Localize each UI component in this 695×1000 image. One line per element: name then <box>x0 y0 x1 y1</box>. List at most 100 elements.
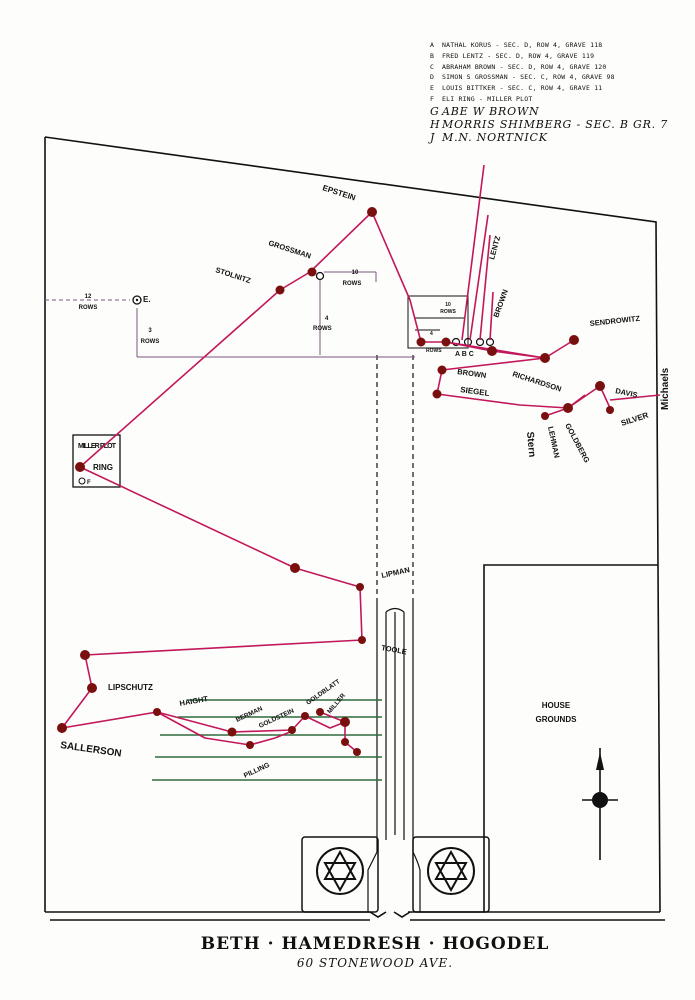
legend-key: E <box>430 84 435 93</box>
small-four-label: 4 <box>430 331 433 337</box>
grave-marker-lipschutz <box>87 683 97 693</box>
legend-text: FRED LENTZ - SEC. D, ROW 4, GRAVE 119 <box>442 51 595 60</box>
label-pilling: PILLING <box>243 762 271 780</box>
label-stolnitz: STOLNITZ <box>214 265 252 285</box>
four-rows-label: 4 <box>325 316 329 322</box>
grave-marker-goldberg <box>563 403 573 413</box>
point-d-marker <box>315 271 325 281</box>
grave-marker-lipschutz-top <box>80 650 90 660</box>
cemetery-boundary <box>44 136 665 921</box>
central-driveway <box>367 355 421 912</box>
legend-key: F <box>430 94 435 103</box>
grave-marker-grossman <box>307 267 317 277</box>
legend-key: G <box>430 104 440 118</box>
legend-text: MORRIS SHIMBERG - SEC. B GR. 7 <box>442 117 669 131</box>
legend-row: D SIMON S GROSSMAN - SEC. C, ROW 4, GRAVE… <box>430 72 690 83</box>
north-arrow-icon <box>582 748 618 860</box>
grave-marker-lipman2 <box>356 583 364 591</box>
ten-rows-label: 10 <box>352 270 359 276</box>
grave-marker-epstein <box>367 207 377 217</box>
twelve-rows-unit: ROWS <box>79 305 98 311</box>
grave-marker-siegel <box>432 389 442 399</box>
grave-marker-sallerson <box>57 723 67 733</box>
grave-marker-davis <box>595 381 605 391</box>
miller-plot-label: MILLER PLOT <box>78 443 117 450</box>
legend-text: M.N. NORTNICK <box>442 130 548 144</box>
point-f-marker <box>78 477 86 485</box>
label-haight: HAIGHT <box>179 694 209 708</box>
grave-marker-lehman <box>541 412 549 420</box>
legend-key: D <box>430 73 435 82</box>
grave-marker-goldstein <box>288 726 296 734</box>
section-d-box <box>407 295 469 349</box>
grave-marker-toole <box>358 636 366 644</box>
label-silver: SILVER <box>620 411 650 428</box>
grave-marker-korus <box>416 337 426 347</box>
point-e-label: E. <box>143 295 151 304</box>
grave-marker-lipman <box>290 563 300 573</box>
twelve-rows-label: 12 <box>85 294 92 300</box>
label-sallerson: SALLERSON <box>60 740 123 759</box>
label-lipman: LIPMAN <box>381 565 411 580</box>
walking-route <box>61 164 661 753</box>
grave-marker-sendrowitz <box>569 335 579 345</box>
legend-text: ELI RING - MILLER PLOT <box>442 94 533 103</box>
grave-marker-miller3 <box>353 748 361 756</box>
grave-marker-brown2 <box>437 365 447 375</box>
house-grounds-label-1: HOUSE <box>542 701 571 710</box>
grave-marker-lentz <box>441 337 451 347</box>
grave-labels: EPSTEIN GROSSMAN STOLNITZ LENTZ BROWN SE… <box>60 183 671 779</box>
label-brown: BROWN <box>457 367 487 380</box>
three-rows-label: 3 <box>148 328 152 334</box>
legend-text: ABRAHAM BROWN - SEC. D, ROW 4, GRAVE 120 <box>442 62 607 71</box>
four-rows-unit: ROWS <box>313 326 332 332</box>
label-richardson: RICHARDSON <box>511 369 562 393</box>
legend-key: A <box>430 41 435 49</box>
label-stern: Stern <box>524 431 537 457</box>
grave-marker-brown <box>487 346 497 356</box>
legend-row: F ELI RING - MILLER PLOT <box>430 94 690 105</box>
label-toole: TOOLE <box>381 643 408 656</box>
legend-text: LOUIS BITTKER - SEC. C, ROW 4, GRAVE 11 <box>442 84 603 93</box>
miller-plot-box <box>72 434 121 488</box>
grave-marker-ring <box>75 462 85 472</box>
legend-text: ABE W BROWN <box>442 104 540 118</box>
grave-marker-berman <box>227 727 237 737</box>
measurement-guides <box>45 271 415 358</box>
label-brown-top: BROWN <box>491 288 509 318</box>
grave-marker-richardson <box>540 353 550 363</box>
grave-marker-miller <box>340 717 350 727</box>
legend-key: B <box>430 51 435 60</box>
label-grossman: GROSSMAN <box>267 238 312 260</box>
label-berman: BERMAN <box>235 705 264 724</box>
label-sendrowitz: SENDROWITZ <box>589 314 640 328</box>
legend-key: H <box>430 117 441 131</box>
label-goldberg: GOLDBERG <box>563 422 591 465</box>
grave-marker-stolnitz <box>275 285 285 295</box>
cemetery-title: BETH · HAMEDRESH · HOGODEL <box>200 934 550 954</box>
legend-text: SIMON S GROSSMAN - SEC. C, ROW 4, GRAVE … <box>442 73 615 82</box>
small-rows-label: ROWS <box>440 309 456 315</box>
house-grounds: HOUSE GROUNDS <box>483 564 658 912</box>
label-siegel: SIEGEL <box>460 385 490 398</box>
star-of-david-icon <box>434 849 468 880</box>
grave-marker-goldblatt2 <box>316 708 324 716</box>
label-goldstein: GOLDSTEIN <box>258 707 296 729</box>
abc-label: A B C <box>455 351 474 358</box>
point-e-marker <box>132 295 142 305</box>
grave-marker-pilling <box>246 741 254 749</box>
house-grounds-label-2: GROUNDS <box>536 715 578 724</box>
label-lipschutz: LIPSCHUTZ <box>108 683 153 692</box>
grave-marker-goldblatt <box>301 712 309 720</box>
small-ten-label: 10 <box>445 302 451 308</box>
label-miller: MILLER <box>326 692 347 715</box>
label-ring: RING <box>93 463 113 472</box>
three-rows-unit: ROWS <box>141 339 160 345</box>
cemetery-address: 60 STONEWOOD AVE. <box>296 956 454 970</box>
